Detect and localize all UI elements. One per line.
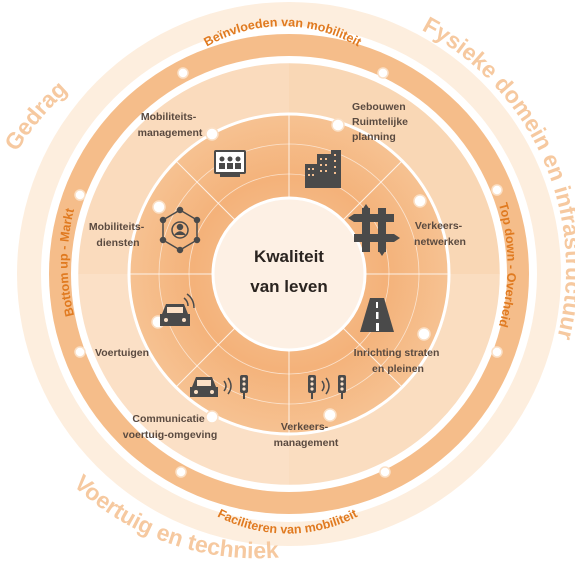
network-people-icon (159, 206, 201, 254)
road-icon (360, 298, 394, 332)
segment-label-voertuigen: Voertuigen (95, 347, 149, 359)
segment-label-mobiliteitsmanagement: Mobiliteits- management (138, 111, 203, 139)
segment-label-verkeersnetwerken: Verkeers- netwerken (414, 220, 466, 248)
segment-label-mobiliteitsdiensten: Mobiliteits- diensten (89, 221, 147, 249)
segment-label-inrichting: Inrichting straten en pleinen (354, 347, 443, 375)
center-title-line1: Kwaliteit (254, 247, 324, 266)
center-circle (211, 196, 367, 352)
center-title-line2: van leven (250, 277, 328, 296)
traffic-lights-icon (308, 375, 346, 399)
segment-label-verkeersmanagement: Verkeers- management (274, 421, 339, 449)
intersection-icon (348, 204, 400, 256)
segment-label-gebouwen: Gebouwen Ruimtelijke planning (352, 101, 411, 143)
car-signal-icon (160, 293, 195, 326)
band-label-left: Bottom up - Markt (57, 206, 78, 318)
meeting-icon (214, 150, 246, 177)
segment-label-communicatie: Communicatie voertuig-omgeving (123, 413, 218, 441)
buildings-icon (305, 150, 341, 188)
connected-car-icon (190, 375, 248, 399)
